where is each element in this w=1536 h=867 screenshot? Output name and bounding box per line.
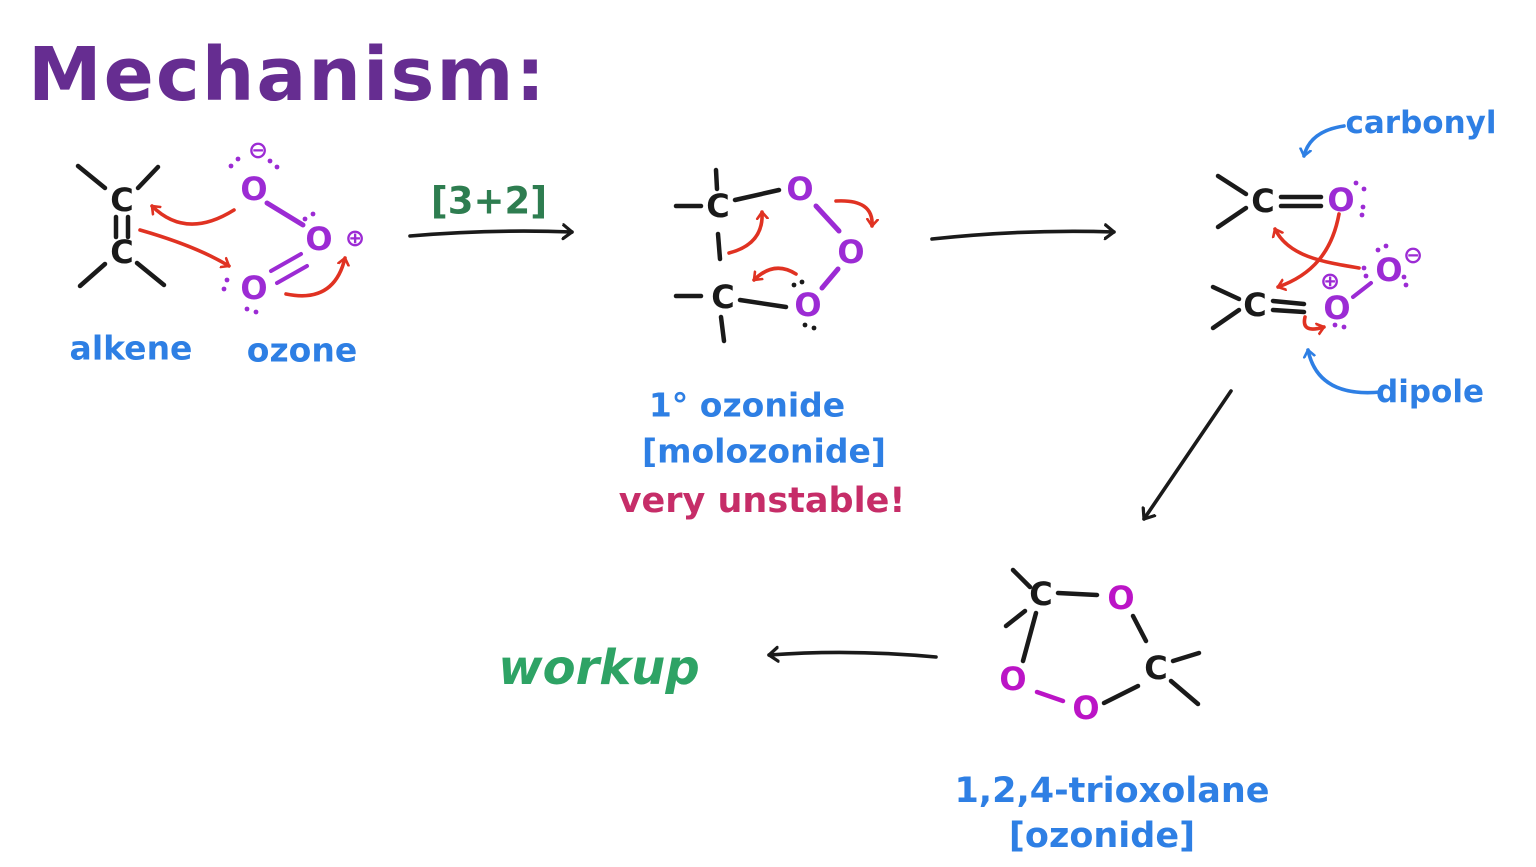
bond	[1210, 284, 1242, 302]
electron-pushing-arrow	[834, 199, 872, 228]
bond	[1210, 307, 1242, 331]
oxygen-atom: O	[1072, 689, 1099, 727]
carbon-atom: C	[110, 181, 133, 219]
bond	[1170, 650, 1202, 664]
trioxolane-structure: C O C O O	[999, 567, 1202, 727]
lone-pair-dots	[1332, 243, 1409, 330]
bond	[1034, 689, 1066, 704]
electron-pushing-arrow	[1302, 315, 1326, 329]
ozone-structure: ⊖ O O ⊕ O	[138, 136, 365, 315]
bond	[1168, 678, 1201, 707]
reaction-arrow	[767, 652, 938, 657]
bond	[1101, 683, 1141, 706]
electron-pushing-arrow	[1275, 227, 1361, 270]
carbon-atom: C	[1243, 286, 1266, 324]
carbonyl-pointer-arrow	[1304, 124, 1346, 158]
bond	[732, 187, 782, 203]
cycloaddition-label: [3+2]	[431, 180, 547, 223]
minus-charge: ⊖	[248, 136, 268, 164]
dipole-structure: C ⊕ O O ⊖	[1210, 212, 1423, 331]
trioxolane-label-line1: 1,2,4-trioxolane	[954, 771, 1269, 811]
bond	[819, 266, 841, 291]
oxygen-atom: O	[999, 660, 1026, 698]
unstable-warning: very unstable!	[619, 481, 906, 521]
electron-pushing-arrow	[752, 266, 798, 282]
bond	[1215, 205, 1249, 230]
double-bond	[1270, 298, 1307, 307]
double-bond	[1270, 307, 1307, 315]
electron-pushing-arrow	[150, 204, 236, 226]
alkene-structure: C C	[75, 163, 167, 289]
plus-charge: ⊕	[1320, 267, 1340, 295]
carbon-atom: C	[711, 278, 734, 316]
bond	[1003, 608, 1028, 629]
oxygen-atom: O	[305, 220, 332, 258]
lone-pair-dots	[228, 156, 280, 170]
trioxolane-label-line2: [ozonide]	[1009, 816, 1195, 856]
bond	[1020, 610, 1039, 664]
ozonide-label-line1: 1° ozonide	[649, 386, 845, 425]
bond	[264, 200, 306, 228]
lone-pair-dots	[1353, 180, 1367, 218]
double-bond	[275, 264, 309, 285]
bond	[77, 261, 108, 289]
oxygen-atom: O	[1327, 181, 1354, 219]
oxygen-atom: O	[837, 233, 864, 271]
oxygen-atom: O	[1323, 289, 1350, 327]
bond	[737, 297, 789, 310]
page-title: Mechanism:	[28, 32, 547, 118]
carbon-atom: C	[706, 187, 729, 225]
carbon-atom: C	[110, 233, 133, 271]
bond	[134, 260, 167, 288]
electron-pushing-arrow	[727, 210, 762, 255]
lone-pair-dots	[302, 211, 316, 222]
ozone-label: ozone	[247, 331, 357, 370]
bond	[135, 164, 161, 191]
oxygen-atom: O	[240, 269, 267, 307]
bond	[713, 167, 720, 192]
bond	[75, 163, 108, 191]
oxygen-atom: O	[1375, 251, 1402, 289]
bond	[1130, 613, 1149, 644]
lone-pair-dots	[221, 277, 259, 315]
oxygen-atom: O	[240, 170, 267, 208]
oxygen-atom: O	[1107, 579, 1134, 617]
reaction-arrow	[930, 231, 1116, 241]
lone-pair-dots	[791, 279, 817, 331]
oxygen-atom: O	[794, 286, 821, 324]
dipole-pointer-arrow	[1308, 348, 1383, 395]
reaction-arrow	[1144, 389, 1233, 521]
bond	[1055, 590, 1100, 598]
bond	[1215, 173, 1249, 197]
ozonide-label-line2: [molozonide]	[642, 432, 886, 471]
electron-pushing-arrow	[284, 256, 345, 298]
bond	[1351, 281, 1373, 299]
bond	[813, 203, 842, 234]
dipole-label: dipole	[1376, 374, 1484, 410]
bond	[715, 231, 723, 262]
reaction-arrow	[408, 231, 574, 236]
carbonyl-structure: C O	[1215, 173, 1367, 230]
minus-charge: ⊖	[1403, 241, 1423, 269]
oxygen-atom: O	[786, 170, 813, 208]
workup-label: workup	[498, 640, 699, 696]
carbonyl-label: carbonyl	[1346, 105, 1497, 141]
carbon-atom: C	[1144, 649, 1167, 687]
bond	[718, 314, 727, 344]
carbon-atom: C	[1029, 575, 1052, 613]
double-bond	[269, 252, 303, 273]
electron-pushing-arrow	[138, 228, 231, 266]
molozonide-structure: C O O O C	[673, 167, 872, 344]
bond	[1010, 567, 1033, 590]
plus-charge: ⊕	[345, 224, 365, 252]
alkene-label: alkene	[70, 329, 193, 368]
carbon-atom: C	[1251, 182, 1274, 220]
